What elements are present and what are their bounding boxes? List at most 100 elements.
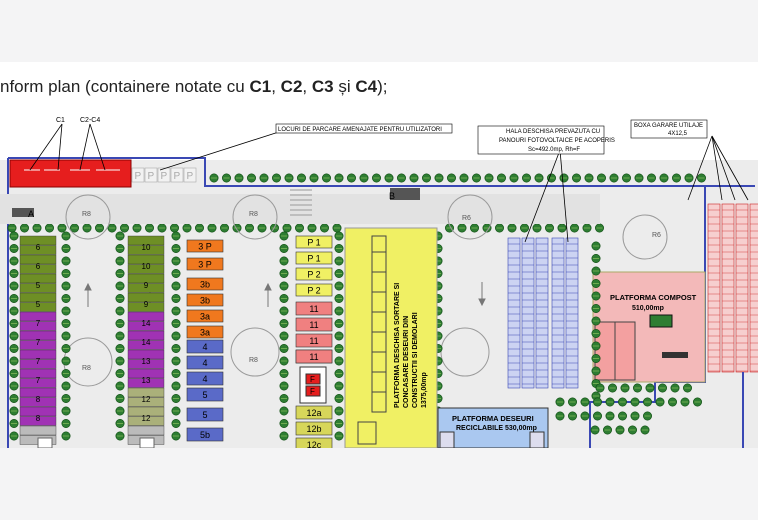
parking-space xyxy=(144,167,158,183)
container-number: 7 xyxy=(36,319,41,328)
container-slot xyxy=(127,235,165,246)
callout-c2c4: C2-C4 xyxy=(80,117,100,124)
olive-container-label: 12a xyxy=(306,408,321,418)
container-slot xyxy=(19,397,57,407)
solar-panel-row xyxy=(507,237,521,389)
parking-space xyxy=(157,167,171,183)
svg-text:R8: R8 xyxy=(82,211,91,218)
blue-container xyxy=(186,387,224,402)
red-container-label: 11 xyxy=(309,320,318,330)
callout-garage-2: 4X12,5 xyxy=(668,131,688,137)
container-number: 12 xyxy=(142,414,151,423)
f-box-2 xyxy=(305,385,321,397)
blue-container xyxy=(186,427,224,442)
compost-title: PLATFORMA COMPOST xyxy=(610,293,697,302)
container-slot xyxy=(127,368,165,379)
parking-space-label: P xyxy=(187,171,194,182)
callout-lines xyxy=(29,123,749,243)
container-slot xyxy=(127,302,165,312)
parking-space-label: P xyxy=(161,171,168,182)
container-slot xyxy=(19,264,57,274)
container-slot xyxy=(19,330,57,341)
parking-space-label: P xyxy=(148,171,155,182)
parking-space xyxy=(170,167,184,183)
orange-container xyxy=(186,257,224,271)
container-number: 9 xyxy=(144,281,149,290)
yellow-container xyxy=(295,235,333,249)
container-slot xyxy=(127,311,165,322)
container-slot xyxy=(19,406,57,417)
container-number: 8 xyxy=(36,414,41,423)
yellow-container xyxy=(295,251,333,265)
container-slot xyxy=(19,340,57,350)
olive-container xyxy=(295,437,333,448)
container-number: 9 xyxy=(144,300,149,309)
container-number: 14 xyxy=(142,338,151,347)
container-slot xyxy=(19,292,57,303)
red-container xyxy=(295,317,333,332)
orange-container-label: 3a xyxy=(200,312,210,322)
top-margin xyxy=(0,0,758,62)
yellow-container-label: P 2 xyxy=(307,286,320,296)
container-slot xyxy=(127,406,165,417)
container-slot xyxy=(19,283,57,293)
container-slot xyxy=(127,292,165,303)
callout-parking: LOCURI DE PARCARE AMENAJATE PENTRU UTILI… xyxy=(278,127,442,133)
caption-c2: C2 xyxy=(280,77,303,96)
callout-garage-1: BOXA GARARE UTILAJE xyxy=(634,123,703,129)
olive-container-label: 12b xyxy=(306,424,321,434)
yellow-container xyxy=(295,283,333,297)
container-number: 6 xyxy=(36,243,41,252)
olive-container-label: 12c xyxy=(307,440,322,448)
container-number: 8 xyxy=(36,395,41,404)
figure-caption: nform plan (containere notate cu C1, C2,… xyxy=(0,62,758,112)
container-number: 7 xyxy=(36,338,41,347)
blue-container-label: 5b xyxy=(200,430,210,440)
container-slot xyxy=(19,349,57,360)
svg-text:F: F xyxy=(310,387,315,396)
recyclable-sub: RECICLABILE 530,00mp xyxy=(456,425,537,432)
red-container-label: 11 xyxy=(309,304,318,314)
container-slot xyxy=(19,235,57,246)
container-number: 13 xyxy=(142,357,151,366)
red-container-label: 11 xyxy=(309,352,318,362)
callout-hall-1: HALA DESCHISA PREVAZUTA CU xyxy=(506,129,600,135)
container-slot xyxy=(127,273,165,284)
gate-b-marker xyxy=(390,188,420,200)
container-slot xyxy=(127,359,165,369)
container-slot xyxy=(19,311,57,322)
caption-c1: C1 xyxy=(249,77,272,96)
orange-container-label: 3b xyxy=(200,296,210,306)
caption-c3: C3 xyxy=(311,77,334,96)
yellow-container-label: P 2 xyxy=(307,270,320,280)
red-container-label: 11 xyxy=(309,336,318,346)
garage-box xyxy=(707,203,721,373)
solar-panel-row xyxy=(521,237,535,389)
blue-container-label: 4 xyxy=(202,374,207,384)
orange-container-label: 3 P xyxy=(198,242,212,252)
container-slot xyxy=(127,397,165,407)
blue-container-label: 5 xyxy=(202,410,207,420)
compost-bar-icon xyxy=(662,352,688,358)
gate-a-marker xyxy=(12,208,34,217)
recyclable-title: PLATFORMA DESEURI xyxy=(452,414,534,423)
blue-container-label: 5 xyxy=(202,390,207,400)
svg-text:R6: R6 xyxy=(652,232,661,239)
container-number: 14 xyxy=(142,319,151,328)
parking-space xyxy=(183,167,197,183)
orange-container-label: 3b xyxy=(200,280,210,290)
solar-panel-row xyxy=(565,237,579,389)
container-slot xyxy=(127,254,165,265)
orange-container-label: 3 P xyxy=(198,260,212,270)
container-slot xyxy=(127,340,165,350)
bottom-margin xyxy=(0,448,758,520)
sorting-platform xyxy=(344,227,438,448)
container-number: 12 xyxy=(142,395,151,404)
f-box-frame xyxy=(299,366,327,404)
container-slot xyxy=(19,245,57,255)
container-slot xyxy=(127,387,165,398)
blue-container xyxy=(186,339,224,354)
container-slot xyxy=(127,425,165,436)
